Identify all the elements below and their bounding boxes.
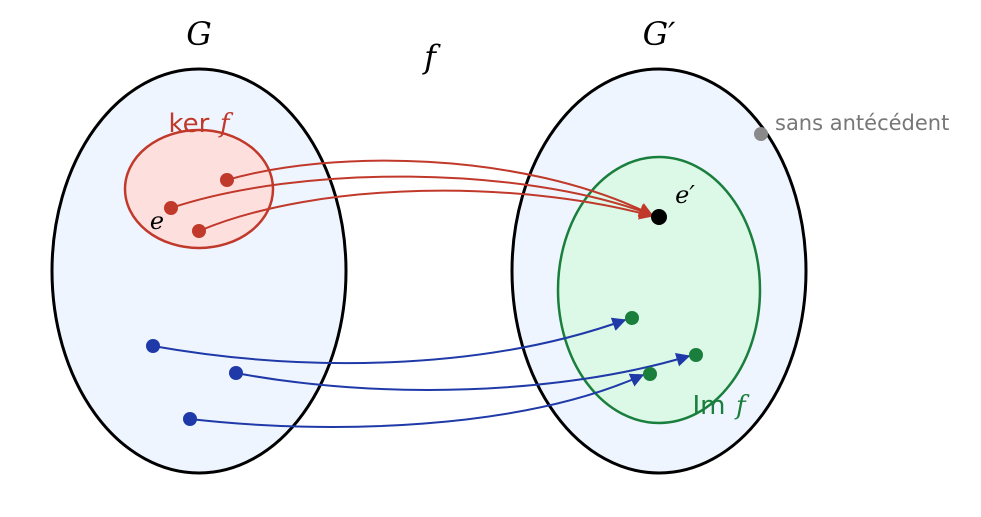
kernel-point-e <box>164 201 178 215</box>
kernel-point-3 <box>192 224 206 238</box>
kernel-arrow-3 <box>198 189 654 232</box>
domain-point-2 <box>229 366 243 380</box>
neutral-label: e <box>150 207 164 235</box>
neutral-prime-label: e′ <box>675 181 695 209</box>
no-preimage-point <box>754 127 768 141</box>
image-ellipse <box>556 155 762 425</box>
kernel-point-1 <box>220 173 234 187</box>
image-label: Im f <box>692 391 750 421</box>
map-label: f <box>422 38 441 76</box>
codomain-set-label: G′ <box>643 15 677 53</box>
kernel-label-word: ker <box>169 109 210 139</box>
map-arrow-2 <box>235 352 691 391</box>
domain-set-label: G <box>186 15 212 53</box>
kernel-arrow-2 <box>170 175 654 218</box>
image-point-1 <box>625 311 639 325</box>
image-point-2 <box>689 348 703 362</box>
kernel-label: ker f <box>169 109 234 139</box>
image-label-word: Im <box>692 391 725 421</box>
map-arrow-3 <box>189 373 645 428</box>
no-preimage-label: sans antécédent <box>775 111 949 135</box>
map-arrow-1 <box>152 317 627 365</box>
domain-point-3 <box>183 412 197 426</box>
image-point-3 <box>643 367 657 381</box>
domain-point-1 <box>146 339 160 353</box>
kernel-arrow-1 <box>226 159 654 216</box>
neutral-prime-point <box>651 209 667 225</box>
